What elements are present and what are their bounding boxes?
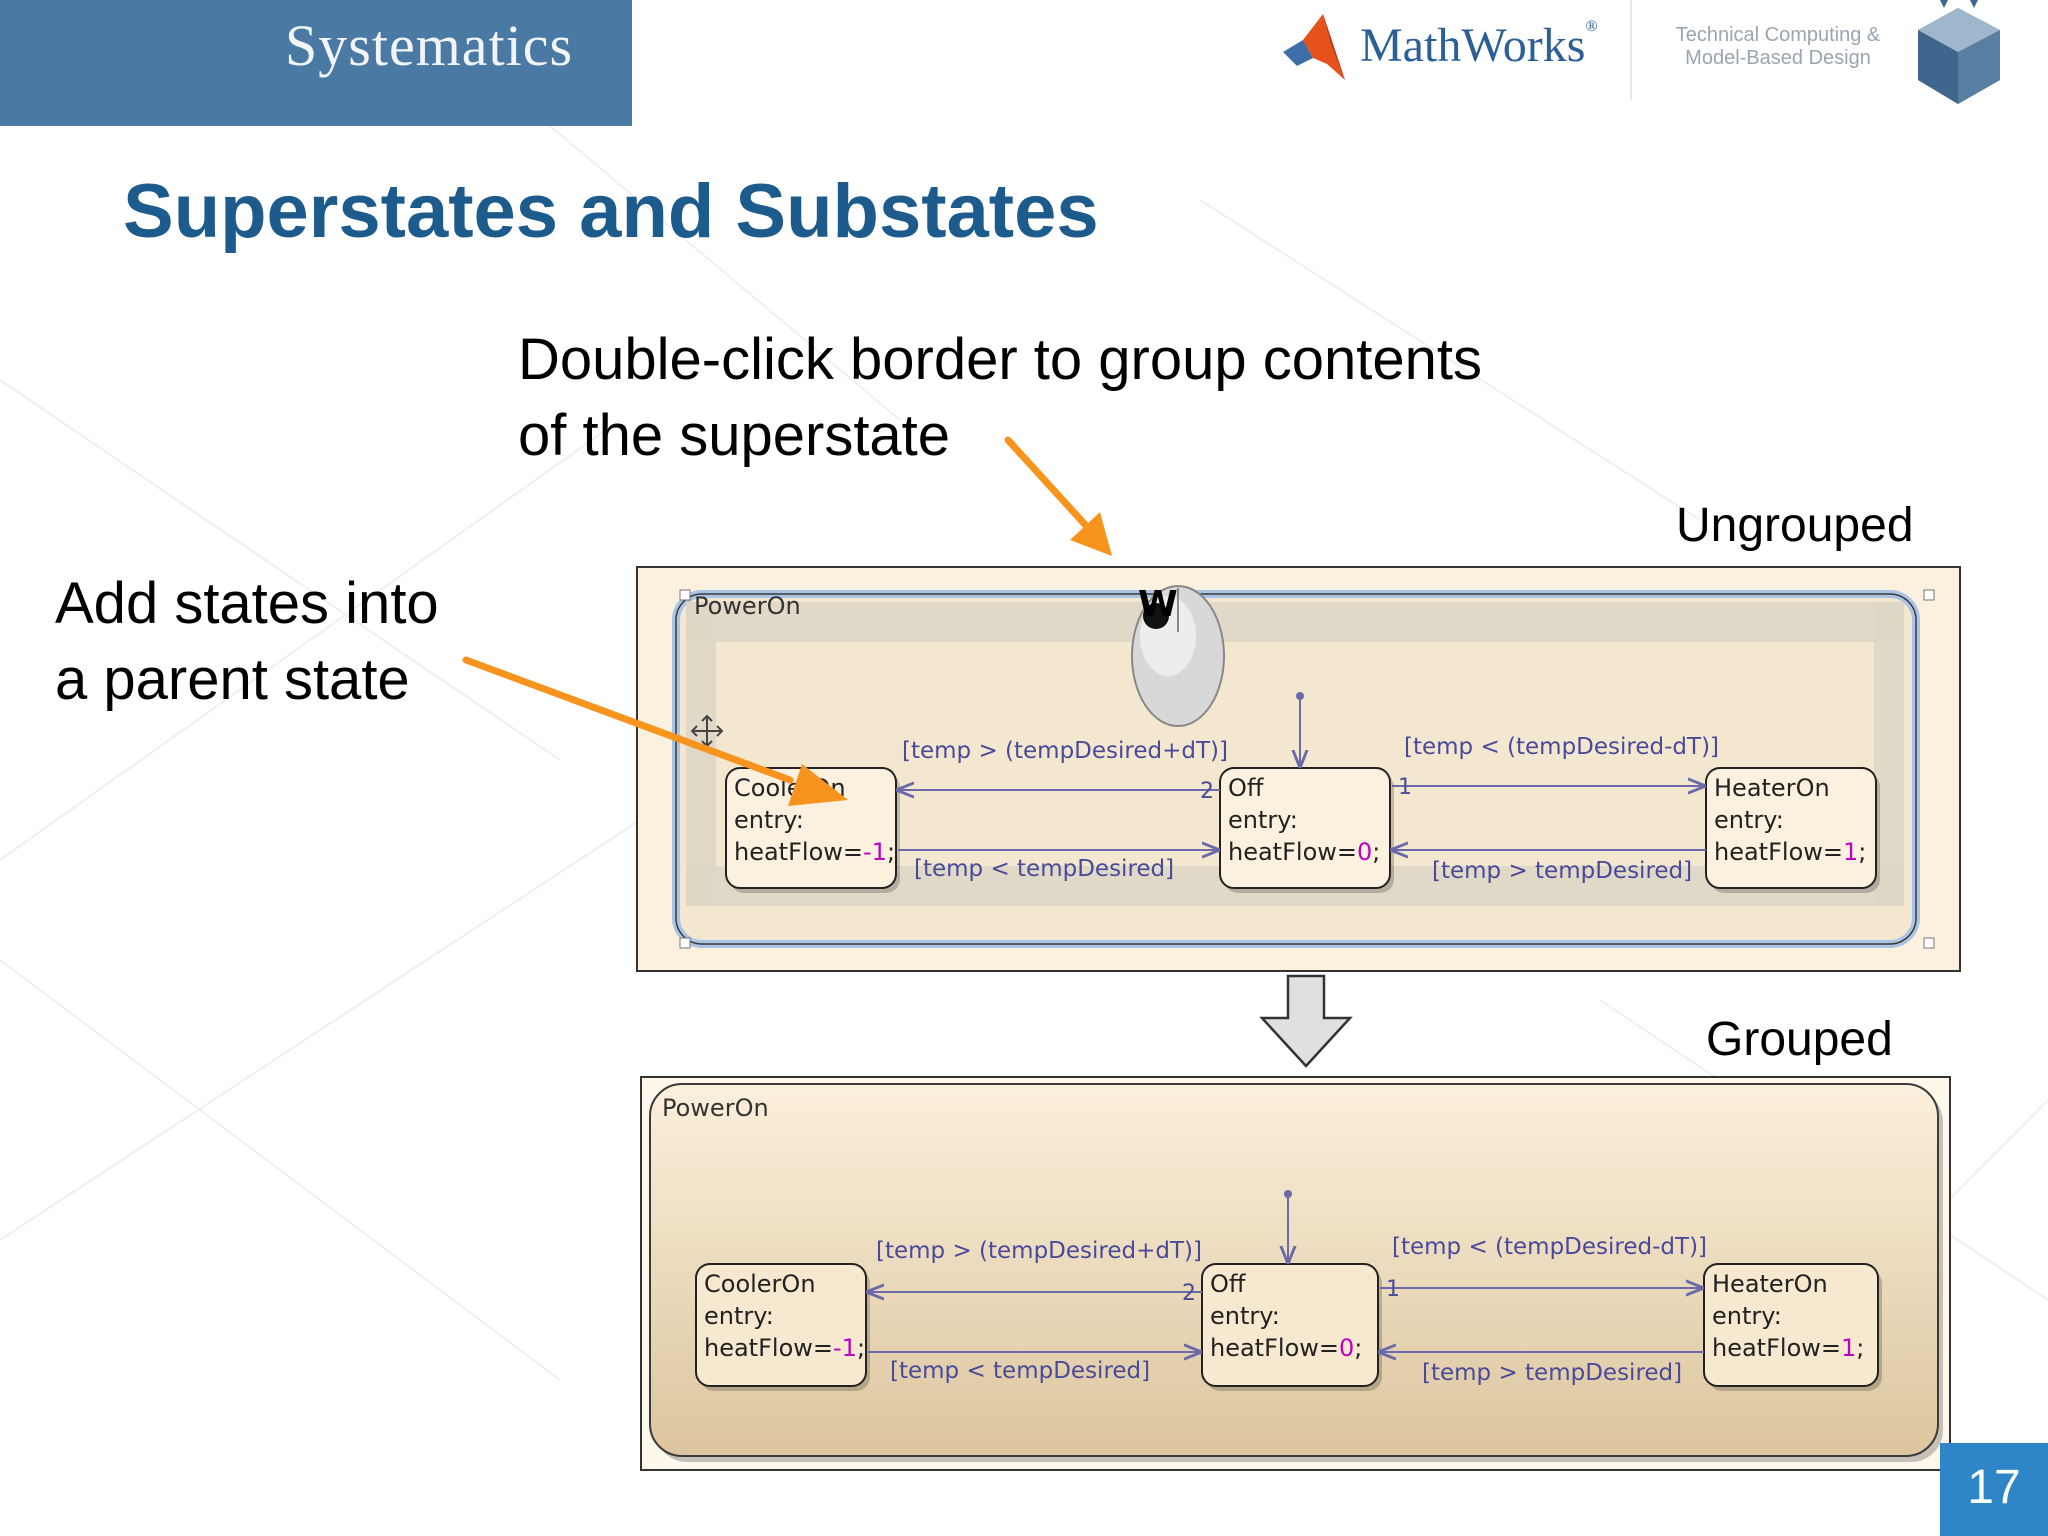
state-off: Off entry: heatFlow=0; [1219,767,1394,893]
parent-state-label: PowerOn [662,1094,769,1122]
page-title: Superstates and Substates [123,169,1099,254]
grouped-chart: PowerOn CoolerOn entry: heatFlow=-1; Off… [640,1076,1951,1471]
svg-text:heatFlow=1;: heatFlow=1; [1714,838,1866,866]
svg-text:Off: Off [1210,1270,1246,1298]
svg-text:entry:: entry: [1714,806,1784,834]
down-arrow-icon [1259,974,1353,1068]
partner-name: MathWorks® [1360,18,1598,72]
parent-state-label: PowerOn [694,592,801,620]
page-number-badge: 17 [1940,1443,2048,1536]
state-cooler-on: CoolerOn entry: heatFlow=-1; [725,767,900,893]
transition-label: [temp < (tempDesired-dT)] [1392,1234,1707,1260]
svg-text:HeaterOn: HeaterOn [1714,774,1830,802]
header-divider [1630,0,1632,100]
transition-label: [temp < (tempDesired-dT)] [1404,734,1719,760]
tagline: Technical Computing & Model-Based Design [1675,24,1881,69]
svg-text:Off: Off [1228,774,1264,802]
label-ungrouped: Ungrouped [1676,499,1914,552]
svg-text:entry:: entry: [704,1302,774,1330]
arrow-to-border-icon [1004,436,1112,556]
transition-label: [temp > tempDesired] [1432,858,1692,884]
brand-bar [0,0,632,126]
transitions [898,696,1706,850]
svg-text:entry:: entry: [1712,1302,1782,1330]
svg-text:entry:: entry: [1228,806,1298,834]
svg-text:2: 2 [1200,779,1214,804]
annotation-group-border: Double-click border to group contents of… [518,327,1482,468]
brand-name: Systematics [285,13,574,78]
svg-text:heatFlow=1;: heatFlow=1; [1712,1334,1864,1362]
transitions [868,1194,1704,1352]
annotation-add-states: Add states into a parent state [55,571,439,712]
transition-label: [temp > (tempDesired+dT)] [876,1238,1202,1264]
svg-text:1: 1 [1398,775,1412,800]
svg-text:heatFlow=-1;: heatFlow=-1; [734,838,895,866]
svg-text:2: 2 [1182,1281,1196,1306]
svg-text:HeaterOn: HeaterOn [1712,1270,1828,1298]
svg-text:CoolerOn: CoolerOn [704,1270,816,1298]
transition-label: [temp > tempDesired] [1422,1360,1682,1386]
transition-label: [temp < tempDesired] [914,856,1174,882]
mathworks-logo-icon [1283,14,1345,80]
mouse-icon: W [1131,584,1225,727]
svg-text:heatFlow=-1;: heatFlow=-1; [704,1334,865,1362]
svg-text:entry:: entry: [734,806,804,834]
state-heater-on: HeaterOn entry: heatFlow=1; [1705,767,1880,893]
ungrouped-chart: PowerOn CoolerOn entry: heatFlow=-1; Off… [636,566,1961,972]
transition-label: [temp < tempDesired] [890,1358,1150,1384]
arrow-to-cooler-state-icon [462,656,848,806]
label-grouped: Grouped [1706,1013,1893,1066]
state-cooler-on: CoolerOn entry: heatFlow=-1; [695,1263,870,1391]
transition-label: [temp > (tempDesired+dT)] [902,738,1228,764]
svg-text:1: 1 [1386,1277,1400,1302]
svg-text:heatFlow=0;: heatFlow=0; [1228,838,1380,866]
svg-text:heatFlow=0;: heatFlow=0; [1210,1334,1362,1362]
svg-text:W: W [1138,584,1178,625]
state-off: Off entry: heatFlow=0; [1201,1263,1382,1391]
svg-text:entry:: entry: [1210,1302,1280,1330]
cube-logo-icon [1918,0,2000,104]
state-heater-on: HeaterOn entry: heatFlow=1; [1703,1263,1882,1391]
